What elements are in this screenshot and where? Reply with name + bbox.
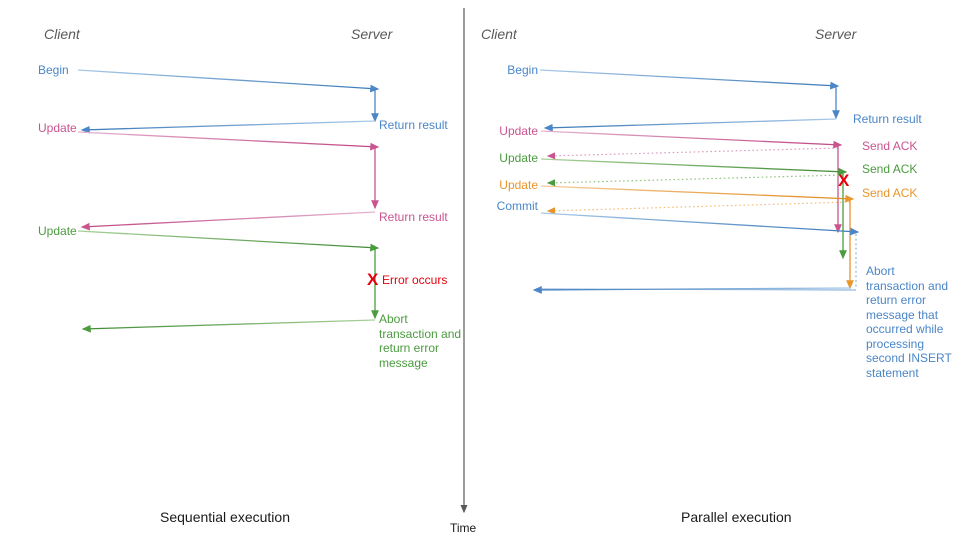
arrow-return-result-blue-r: [543, 118, 837, 132]
left-lane-title-client: Client: [44, 26, 80, 42]
arrow-return-result-pink: [80, 211, 376, 231]
right-panel-caption: Parallel execution: [681, 509, 792, 525]
right-lane-title-client: Client: [481, 26, 517, 42]
left-msg-update-green: Update: [38, 224, 77, 238]
arrow-update-pink-request: [77, 131, 380, 151]
arrow-abort-green: [81, 319, 376, 333]
right-lane-title-server: Server: [815, 26, 857, 42]
left-error-x-icon: X: [367, 270, 379, 289]
left-msg-return-result-pink: Return result: [379, 210, 448, 224]
arrow-return-result-blue: [80, 120, 376, 134]
arrow-commit-request: [540, 212, 860, 236]
left-error-label: Error occurs: [382, 273, 448, 287]
left-panel-arrows: [77, 69, 380, 333]
right-msg-send-ack-pink: Send ACK: [862, 139, 918, 153]
arrow-update-green-request: [77, 230, 380, 252]
right-abort-note: Abort transaction and return error messa…: [866, 264, 952, 380]
left-msg-update-pink: Update: [38, 121, 77, 135]
arrow-abort-return-r: [532, 286, 852, 294]
right-msg-begin: Begin: [507, 63, 538, 77]
left-abort-note: Abort transaction and return error messa…: [379, 312, 462, 370]
right-msg-update-orange: Update: [499, 178, 538, 192]
right-msg-update-green: Update: [499, 151, 538, 165]
arrow-update-pink-request-r: [540, 130, 843, 149]
arrow-begin-request-r: [539, 69, 840, 90]
arrow-send-ack-green: [546, 174, 844, 187]
left-lane-title-server: Server: [351, 26, 393, 42]
left-panel-caption: Sequential execution: [160, 509, 290, 525]
right-msg-send-ack-orange: Send ACK: [862, 186, 918, 200]
arrow-send-ack-pink: [546, 147, 839, 160]
arrow-update-orange-request-r: [540, 185, 855, 203]
right-panel-arrows: [532, 69, 860, 294]
left-msg-begin: Begin: [38, 63, 69, 77]
arrow-begin-request: [77, 69, 380, 93]
right-msg-send-ack-green: Send ACK: [862, 162, 918, 176]
right-msg-commit: Commit: [496, 199, 538, 213]
right-error-x-icon: X: [838, 171, 850, 190]
time-axis-label: Time: [450, 521, 477, 535]
left-msg-return-result-blue: Return result: [379, 118, 448, 132]
right-msg-return-result: Return result: [853, 112, 922, 126]
arrow-send-ack-orange: [546, 201, 851, 215]
arrow-update-green-request-r: [540, 158, 848, 176]
right-msg-update-pink: Update: [499, 124, 538, 138]
